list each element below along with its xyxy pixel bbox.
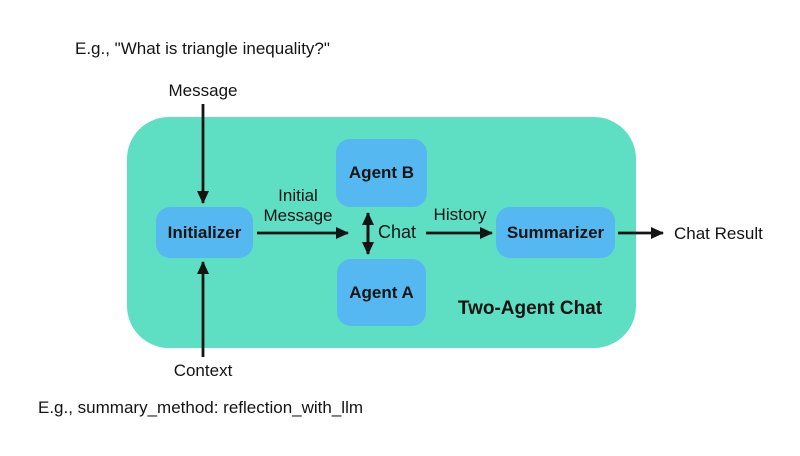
- chat-edge-label: Chat: [378, 222, 417, 242]
- example-question-text: E.g., "What is triangle inequality?": [75, 39, 330, 58]
- chat-result-label: Chat Result: [674, 224, 763, 243]
- context-label: Context: [173, 361, 233, 380]
- message-label: Message: [168, 81, 238, 100]
- history-edge-label: History: [433, 205, 487, 224]
- summarizer-node: Summarizer: [496, 207, 615, 258]
- initial-message-edge-label: Initial Message: [263, 186, 333, 225]
- agent-b-node: Agent B: [336, 139, 427, 207]
- agent-a-node: Agent A: [337, 259, 426, 326]
- summary-method-example-text: E.g., summary_method: reflection_with_ll…: [38, 398, 364, 417]
- container-title: Two-Agent Chat: [457, 298, 603, 319]
- initializer-node: Initializer: [156, 207, 253, 258]
